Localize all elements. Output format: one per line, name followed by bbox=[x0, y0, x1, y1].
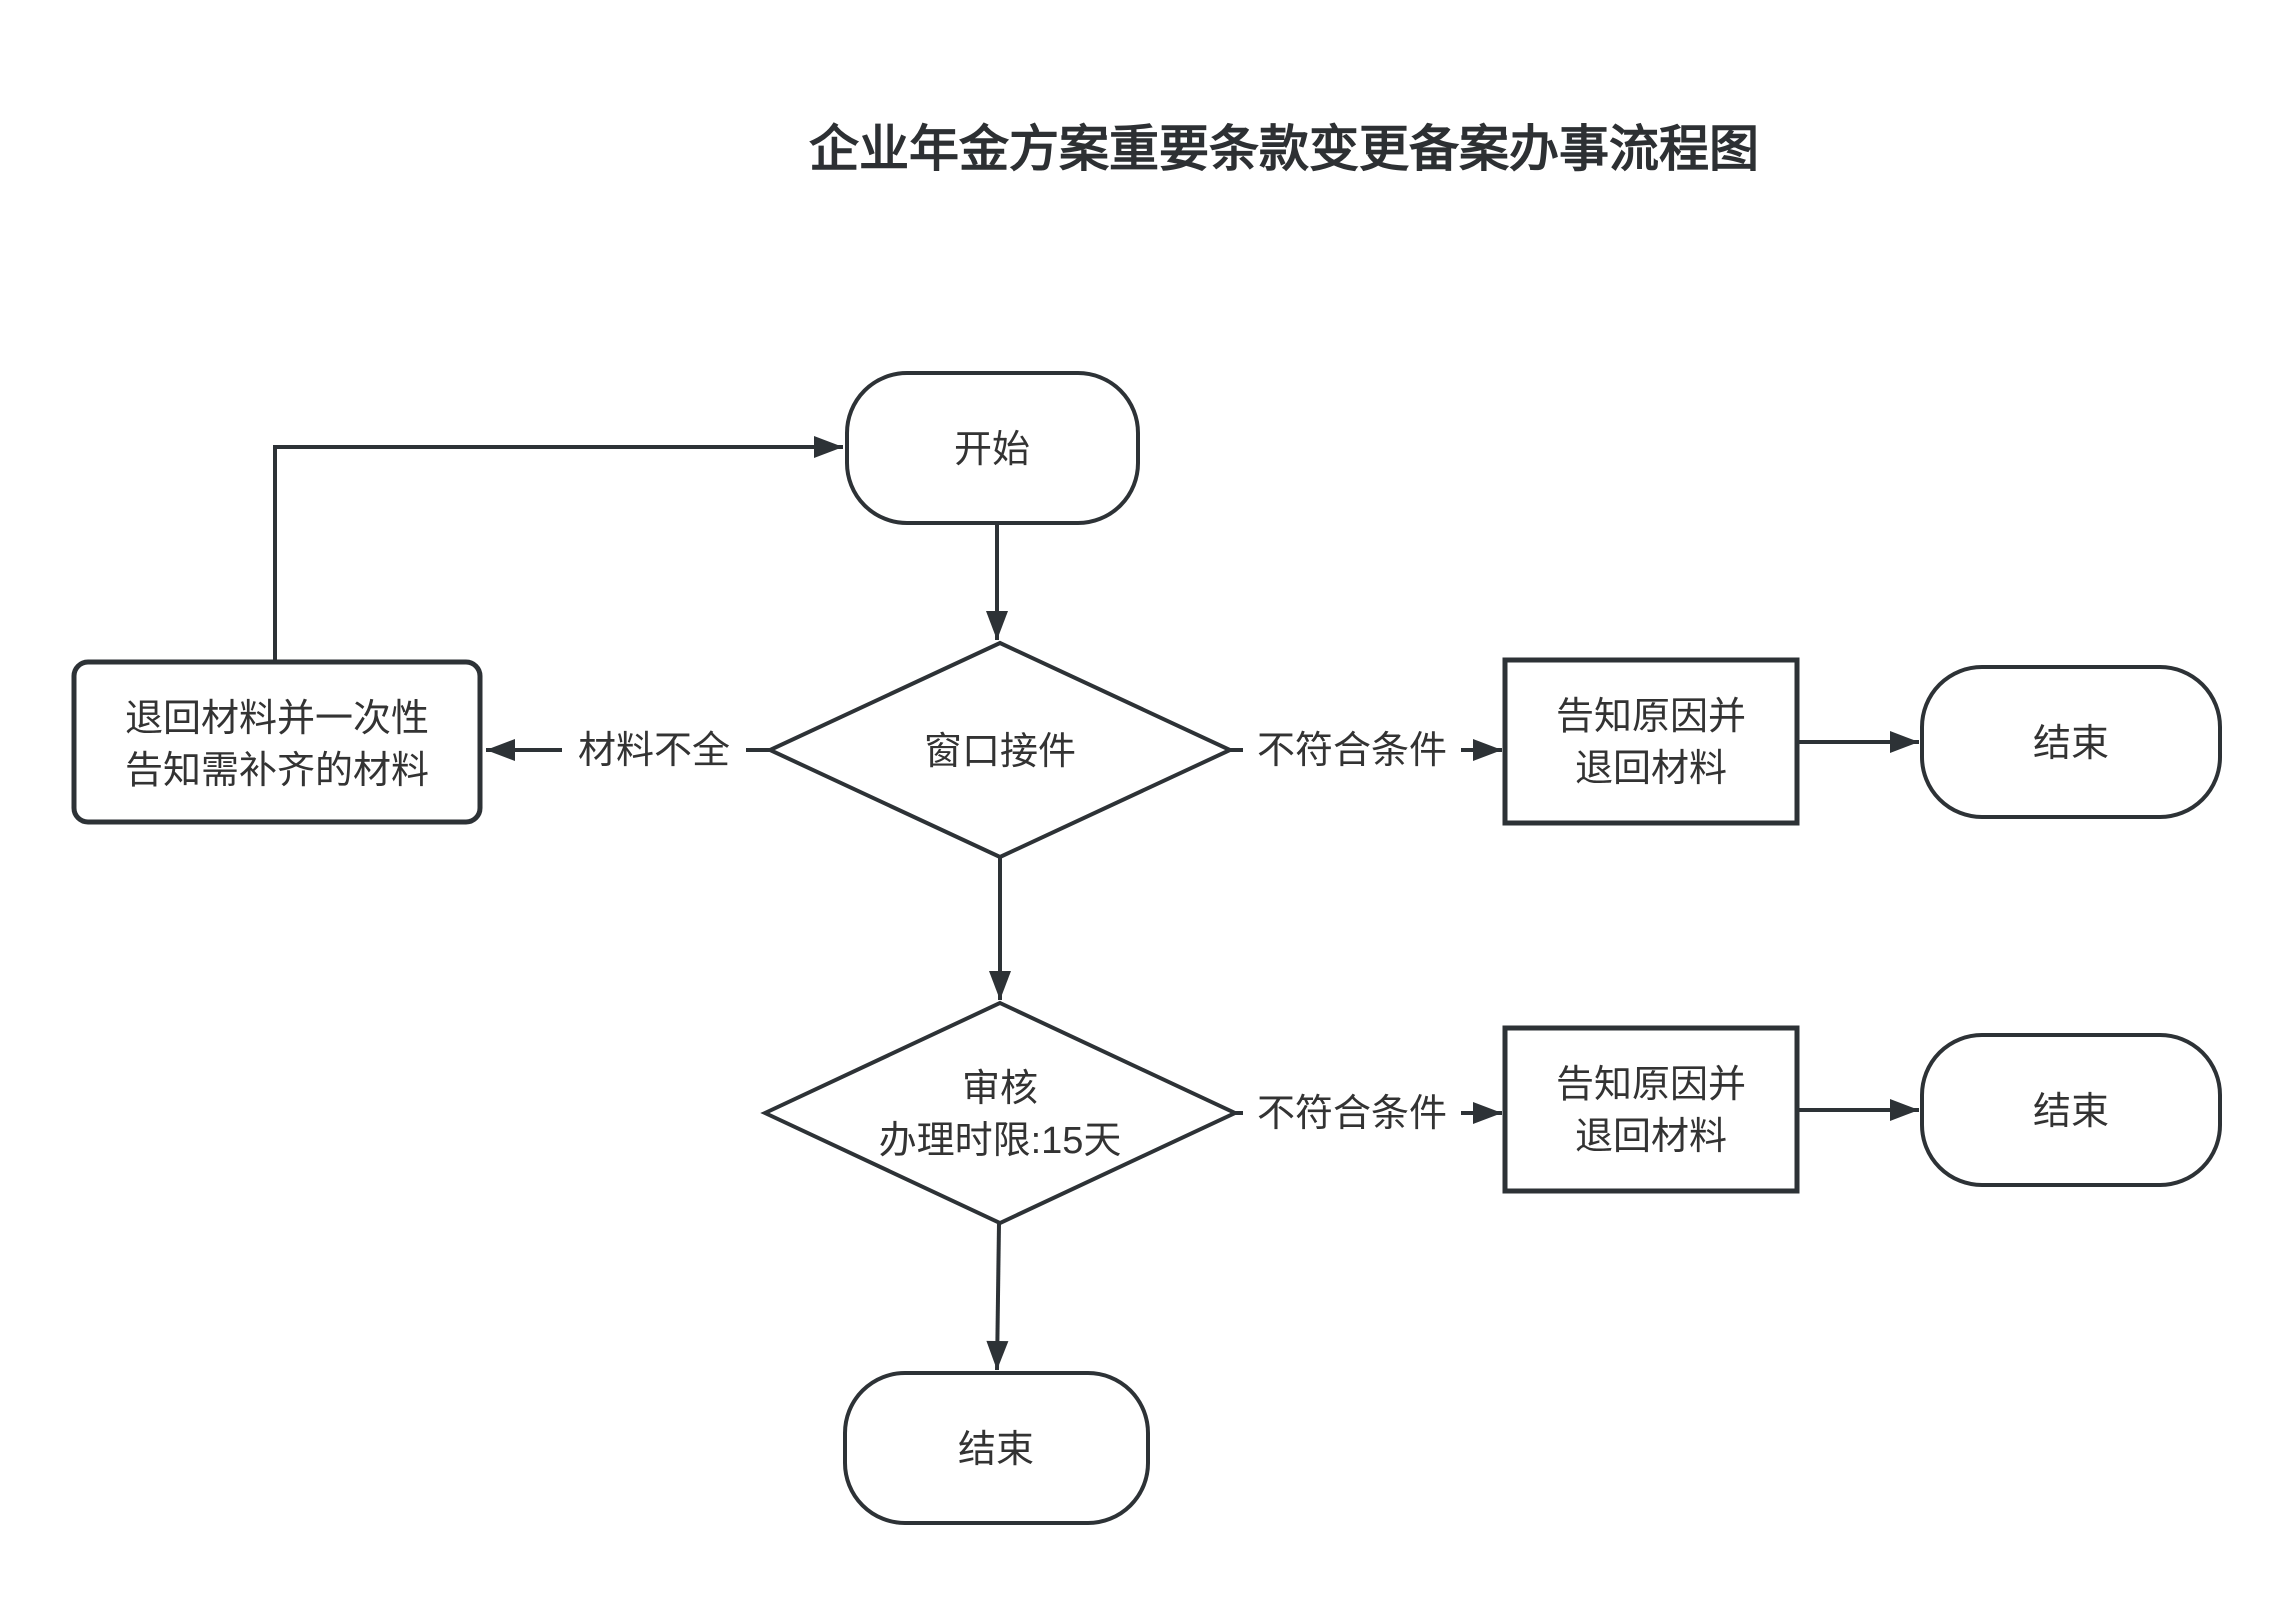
return-materials-label-line2: 告知需补齐的材料 bbox=[125, 750, 429, 792]
notify-reject-1-label-line2: 退回材料 bbox=[1575, 748, 1727, 790]
intake-decision bbox=[765, 640, 1235, 860]
end-node-1-label: 结束 bbox=[2033, 723, 2109, 765]
notify-reject-2-label-line2: 退回材料 bbox=[1575, 1116, 1727, 1158]
notify-reject-2-label-line1: 告知原因并 bbox=[1556, 1064, 1746, 1106]
edge-label-not-qualified-1: 不符合条件 bbox=[1257, 730, 1447, 772]
review-decision-label-line1: 审核 bbox=[962, 1068, 1038, 1110]
end-node-2-label: 结束 bbox=[2033, 1091, 2109, 1133]
review-decision-label-line2: 办理时限:15天 bbox=[879, 1120, 1122, 1162]
notify-reject-2-box bbox=[1502, 1025, 1800, 1194]
intake-decision-label: 窗口接件 bbox=[924, 731, 1076, 773]
return-materials-box bbox=[71, 659, 483, 825]
end-node-1 bbox=[1920, 665, 2222, 819]
end-final-node-label: 结束 bbox=[958, 1429, 1034, 1471]
edge-return-to-start bbox=[273, 436, 843, 660]
edge-label-background bbox=[1243, 727, 1461, 773]
start-node bbox=[845, 371, 1140, 525]
page-title: 企业年金方案重要条款变更备案办事流程图 bbox=[809, 121, 1759, 177]
notify-reject-1-box bbox=[1502, 657, 1800, 826]
review-decision bbox=[760, 1000, 1240, 1226]
edge-label-background bbox=[562, 727, 746, 773]
edge-label-materials-incomplete: 材料不全 bbox=[578, 730, 730, 772]
return-materials-label-line1: 退回材料并一次性 bbox=[125, 698, 429, 740]
edge-label-not-qualified-2: 不符合条件 bbox=[1257, 1093, 1447, 1135]
end-node-2 bbox=[1920, 1033, 2222, 1187]
start-node-label: 开始 bbox=[954, 429, 1030, 471]
edge-review-to-endfinal bbox=[986, 1222, 1009, 1371]
notify-reject-1-label-line1: 告知原因并 bbox=[1556, 696, 1746, 738]
end-final-node bbox=[843, 1371, 1150, 1525]
edge-label-background bbox=[1243, 1090, 1461, 1136]
